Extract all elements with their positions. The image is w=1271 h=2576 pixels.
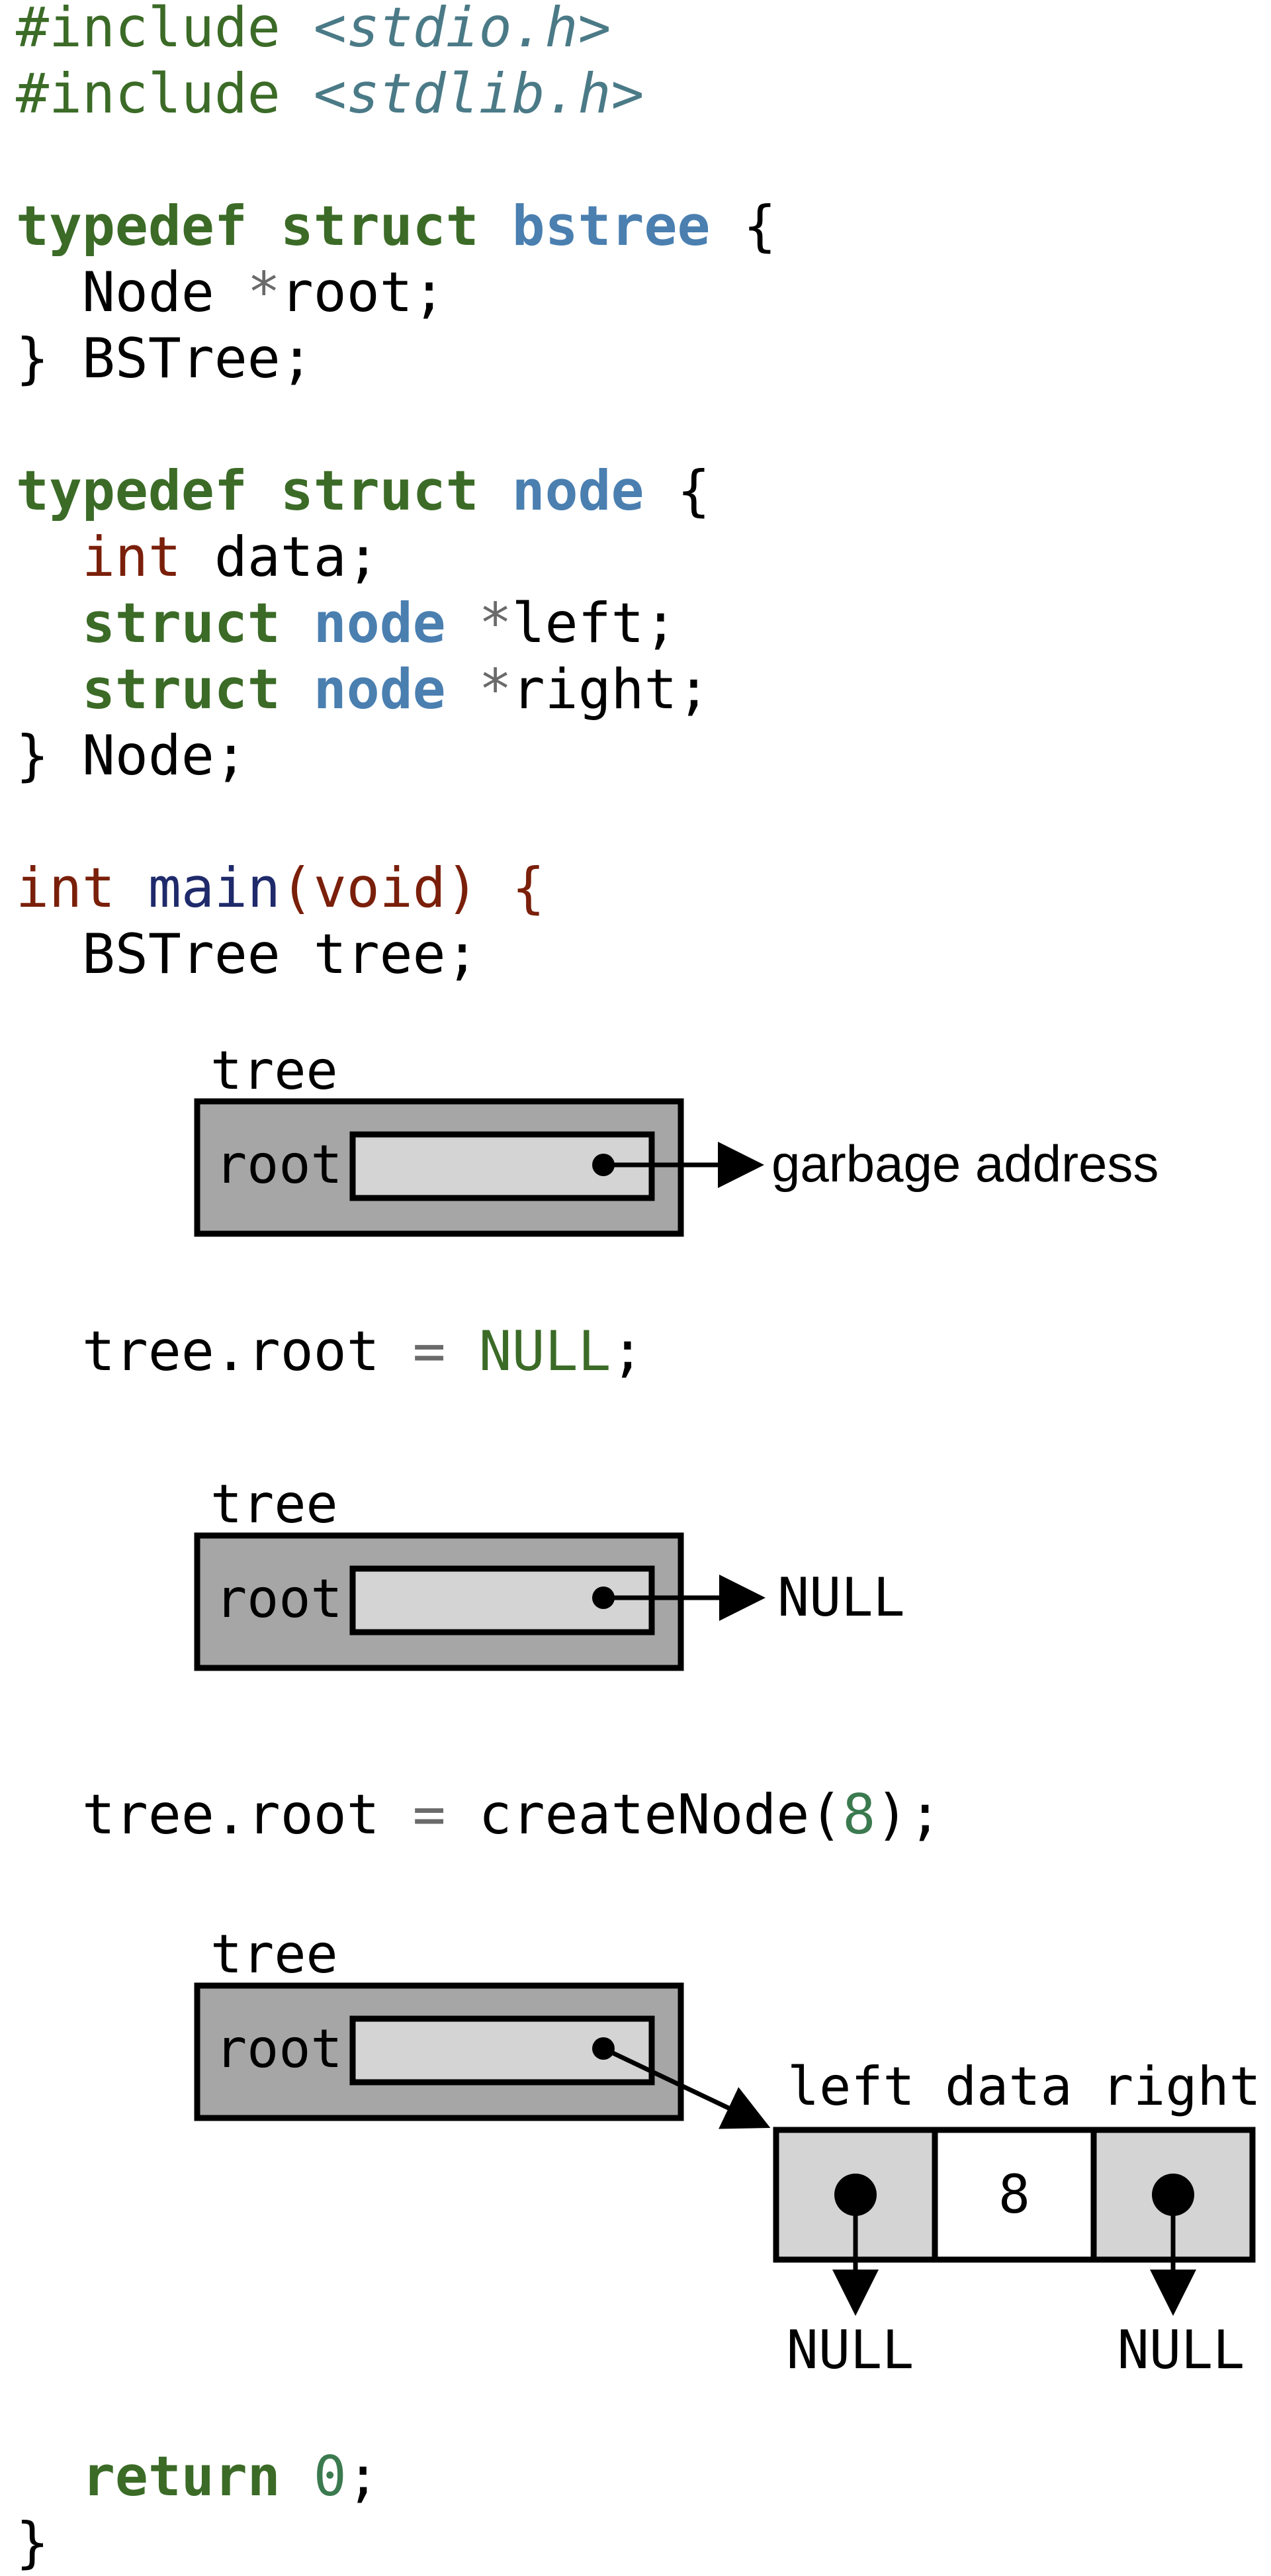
- code-line-assign-create: tree.root = createNode(8);: [16, 1782, 942, 1848]
- code-line-main-open: int main(void) {: [16, 855, 545, 921]
- right-target-label: NULL: [1118, 2319, 1245, 2381]
- node-data-label: data: [945, 2056, 1073, 2117]
- keyword-struct: struct: [280, 459, 479, 523]
- header-name: <stdio.h>: [313, 0, 611, 60]
- node-data-cell: [932, 2127, 1097, 2263]
- struct-name: node: [313, 657, 446, 721]
- code-line-bstree-member: Node *root;: [16, 259, 446, 326]
- keyword-return: return: [81, 2444, 281, 2508]
- code-line-node-close: } Node;: [16, 723, 247, 788]
- diagram-uninitialized-tree: tree root garbage address: [194, 1040, 1159, 1237]
- open-brace: {: [710, 194, 777, 258]
- pointer-star: *: [247, 260, 281, 324]
- close-paren-brace: ) {: [445, 856, 545, 920]
- struct-name: node: [313, 591, 446, 655]
- field-label: root: [215, 1568, 343, 1630]
- field-label: root: [215, 2018, 343, 2080]
- code-line-node-right: struct node *right;: [16, 657, 711, 723]
- assign-lhs: tree.root: [16, 1782, 413, 1847]
- assign-lhs: tree.root: [16, 1319, 413, 1383]
- target-label: NULL: [777, 1567, 905, 1628]
- diagram-tree-with-node: tree root left data right 8 NULL NULL: [194, 1923, 1261, 2381]
- code-line-main-close: }: [16, 2510, 49, 2575]
- code-line-decl-tree: BSTree tree;: [16, 922, 479, 986]
- keyword-struct: struct: [81, 591, 281, 655]
- code-line-node-left: struct node *left;: [16, 590, 678, 657]
- variable-label: tree: [210, 1473, 338, 1535]
- code-line-node-data: int data;: [16, 524, 380, 590]
- preprocessor-directive: #include: [16, 0, 281, 60]
- call-end: );: [875, 1782, 942, 1847]
- member-field: root;: [280, 260, 446, 324]
- code-line-return: return 0;: [16, 2444, 380, 2510]
- function-name: main: [148, 856, 281, 920]
- node-right-label: right: [1102, 2056, 1261, 2117]
- function-call: createNode(: [478, 1782, 843, 1847]
- code-line-assign-null: tree.root = NULL;: [16, 1318, 644, 1385]
- left-target-label: NULL: [787, 2319, 914, 2381]
- struct-name: node: [511, 459, 644, 523]
- semicolon: ;: [346, 2444, 380, 2508]
- number-literal: 0: [313, 2444, 347, 2508]
- struct-name: bstree: [511, 194, 711, 258]
- member-field: right;: [511, 657, 711, 721]
- semicolon: ;: [611, 1319, 644, 1383]
- assign-operator: =: [412, 1319, 446, 1383]
- pointer-arrow: [602, 2046, 771, 2129]
- variable-label: tree: [210, 1040, 338, 1101]
- null-literal: NULL: [478, 1319, 611, 1383]
- param-void: void: [313, 856, 446, 920]
- pointer-star: *: [478, 657, 512, 721]
- open-brace: {: [644, 459, 711, 523]
- open-paren: (: [280, 856, 314, 920]
- pointer-star: *: [478, 591, 512, 655]
- code-line-node-open: typedef struct node {: [16, 458, 710, 524]
- keyword-typedef: typedef: [16, 459, 247, 523]
- code-line-include-stdio: #include <stdio.h>: [16, 0, 611, 61]
- field-label: root: [215, 1134, 343, 1195]
- target-label: garbage address: [771, 1134, 1159, 1193]
- keyword-struct: struct: [280, 194, 479, 258]
- code-line-bstree-open: typedef struct bstree {: [16, 193, 776, 259]
- code-line-include-stdlib: #include <stdlib.h>: [16, 61, 644, 127]
- keyword-struct: struct: [81, 657, 281, 721]
- number-literal: 8: [842, 1782, 876, 1847]
- header-name: <stdlib.h>: [313, 62, 644, 126]
- variable-label: tree: [210, 1923, 338, 1985]
- code-line-bstree-close: } BSTree;: [16, 326, 314, 391]
- node-data-value: 8: [998, 2164, 1030, 2225]
- type-int: int: [16, 856, 115, 920]
- member-type: Node: [16, 260, 247, 324]
- diagram-null-tree: tree root NULL: [194, 1473, 905, 1671]
- member-field: data;: [181, 525, 380, 589]
- member-field: left;: [511, 591, 678, 655]
- node-left-label: left: [787, 2056, 915, 2117]
- type-int: int: [81, 525, 181, 589]
- preprocessor-directive: #include: [16, 62, 281, 126]
- assign-operator: =: [412, 1782, 446, 1847]
- keyword-typedef: typedef: [16, 194, 247, 258]
